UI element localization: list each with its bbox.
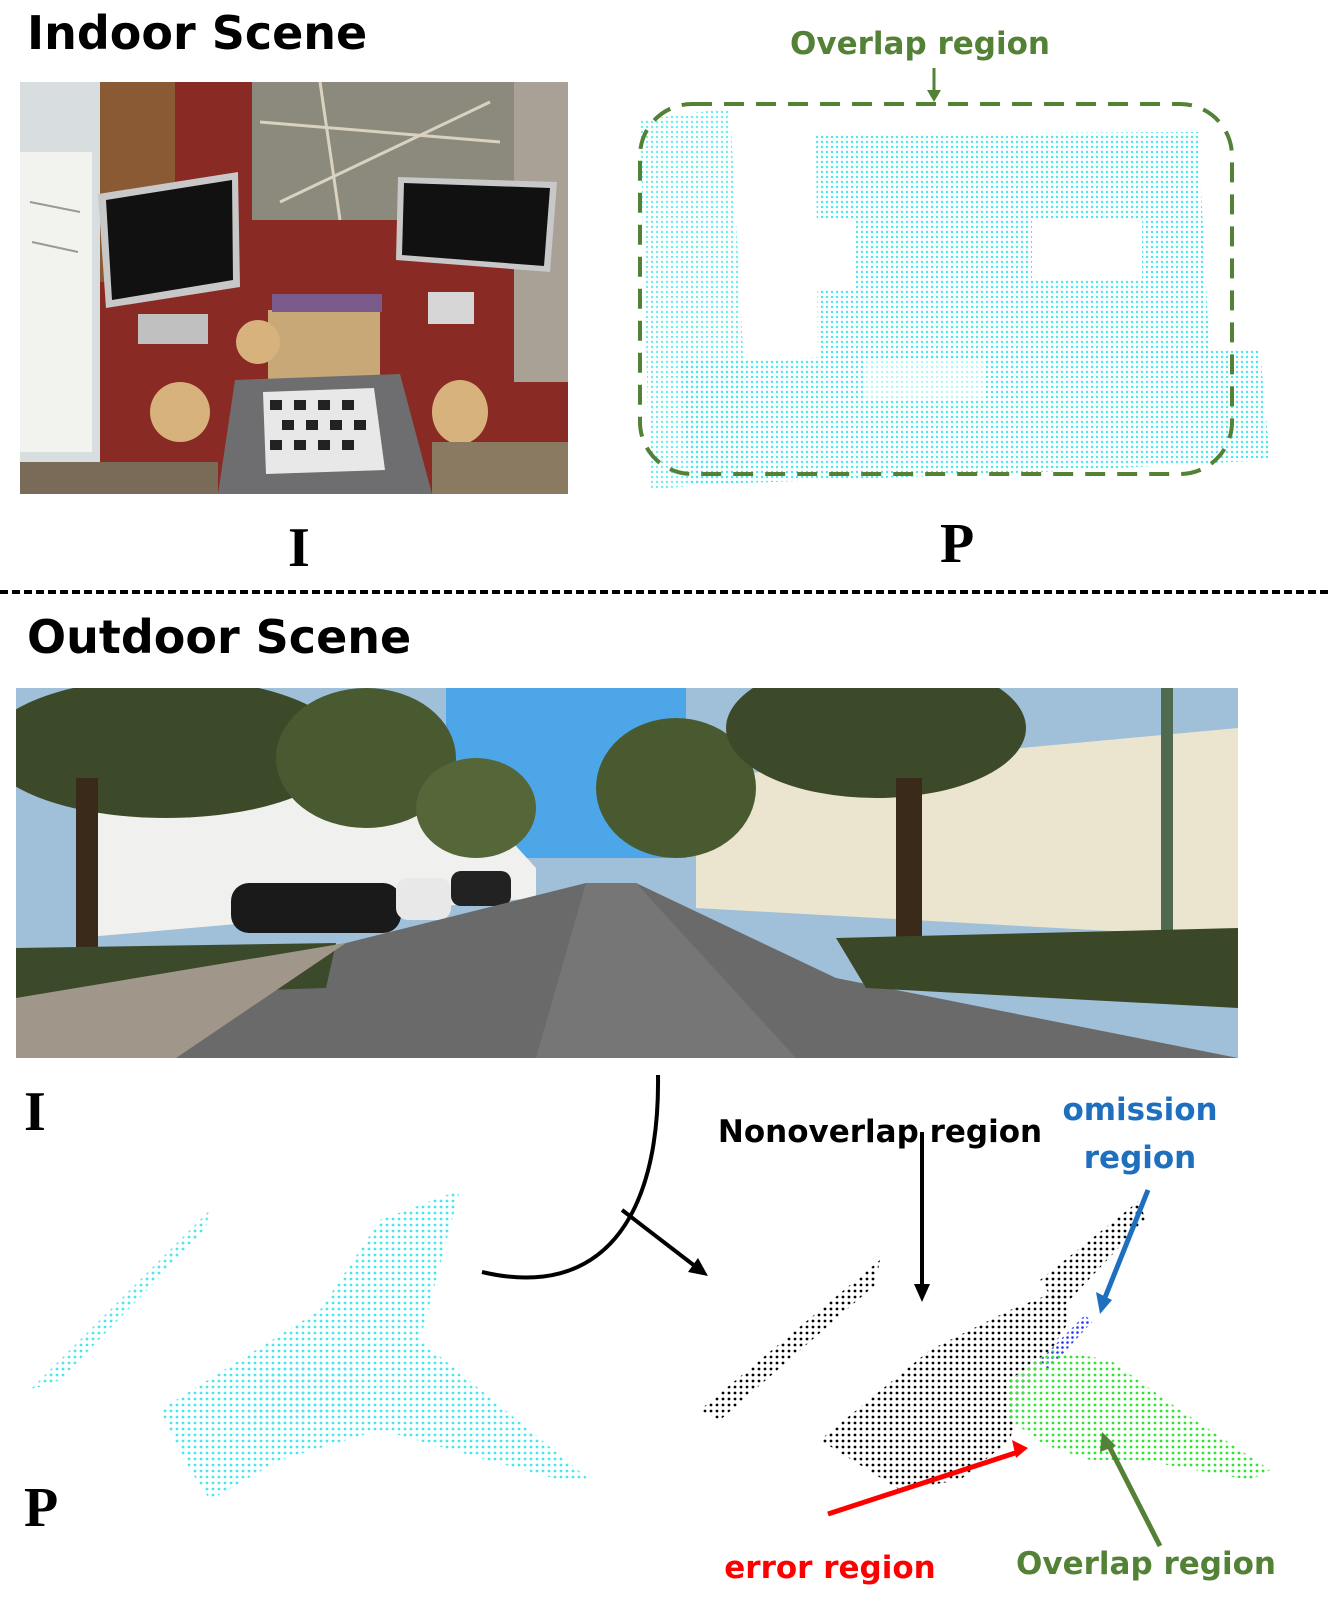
nonoverlap-label: Nonoverlap region bbox=[717, 1114, 1043, 1150]
indoor-overlap-label: Overlap region bbox=[790, 26, 1050, 62]
indoor-heading: Indoor Scene bbox=[27, 6, 368, 60]
outdoor-cloud-label: P bbox=[24, 1477, 59, 1539]
indoor-cloud-wall bbox=[816, 132, 1210, 360]
indoor-cloud-label: P bbox=[940, 513, 975, 575]
outdoor-image-label: I bbox=[24, 1081, 46, 1143]
indoor-photo bbox=[20, 82, 568, 494]
outdoor-overlap-label: Overlap region bbox=[1016, 1546, 1276, 1582]
omission-label-line1: omission bbox=[1062, 1092, 1218, 1128]
outdoor-heading: Outdoor Scene bbox=[27, 610, 412, 664]
omission-label-line2: region bbox=[1083, 1140, 1197, 1176]
outdoor-cloud-black bbox=[700, 1200, 1145, 1490]
indoor-cloud-floor bbox=[680, 350, 1270, 485]
outdoor-cloud-cyan bbox=[30, 1190, 590, 1500]
outdoor-clouds bbox=[0, 1060, 1328, 1618]
connector-curve bbox=[481, 1074, 661, 1280]
scene-divider bbox=[0, 590, 1328, 594]
indoor-image-label: I bbox=[288, 517, 310, 579]
indoor-overlap-box bbox=[638, 102, 1234, 476]
indoor-point-cloud bbox=[620, 60, 1280, 500]
overlap-points bbox=[1010, 1350, 1270, 1480]
error-label: error region bbox=[724, 1550, 936, 1586]
outdoor-photo bbox=[16, 688, 1238, 1058]
connector-arrow bbox=[620, 1208, 702, 1272]
